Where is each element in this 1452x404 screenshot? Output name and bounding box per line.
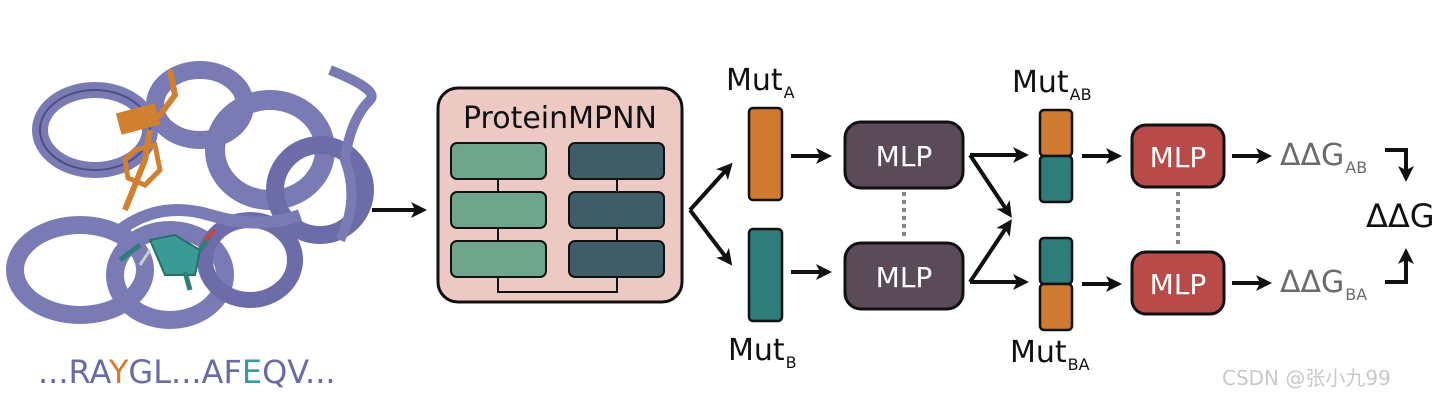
arrow-ba-to-total [1385,248,1414,284]
ddg-ab-label: ΔΔGAB [1280,138,1367,176]
decoder-layer [568,142,665,180]
mut-a-label: MutA [726,63,795,101]
mut-b-label-sub: B [785,353,797,372]
encoder-layer [450,142,547,180]
arrow-b-to-ab [968,219,1012,284]
ddg-total-label: ΔΔG [1366,197,1435,235]
arrow-to-mut-b [688,208,733,266]
arrow-a-to-ba [968,153,1012,218]
sequence-part: ...RA [38,353,109,391]
mut-b-label: MutB [728,333,797,371]
mut-ab-label-main: Mut [1012,65,1069,100]
mlp-label: MLP [1150,141,1207,174]
proteinmpnn-block: ProteinMPNN [436,86,684,304]
mut-ba-label-main: Mut [1010,335,1067,370]
mut-b-embedding [747,227,784,323]
mut-ab-embedding-a [1038,108,1074,158]
encoder-layer [450,240,547,278]
mlp-shared-bottom [843,241,965,311]
watermark: CSDN @张小九99 [1222,366,1391,390]
mlp-head-bottom [1130,250,1226,316]
mlp-head-top [1130,123,1226,189]
mut-a-label-sub: A [783,83,795,102]
mut-ba-label-sub: BA [1067,355,1090,374]
sequence-mutation-b: E [241,353,263,391]
protein-structure-image [6,61,377,329]
mut-ba-embedding-a [1038,282,1074,332]
ddg-ba-main: ΔΔG [1280,265,1345,300]
encoder-layer [450,191,547,229]
proteinmpnn-title: ProteinMPNN [463,101,657,136]
decoder-layer [568,191,665,229]
mut-a-embedding [747,106,784,202]
sequence-part: GL...AF [128,353,242,391]
mut-ab-label-sub: AB [1069,85,1092,104]
ddg-ab-sub: AB [1345,158,1368,177]
ddg-ab-main: ΔΔG [1280,138,1345,173]
mut-ab-embedding-b [1038,154,1074,204]
mut-ab-label: MutAB [1012,65,1092,103]
ddg-ba-sub: BA [1345,285,1368,304]
mlp-label: MLP [876,140,933,173]
arrow-ab-to-total [1385,148,1414,182]
mut-b-label-main: Mut [728,333,785,368]
mut-ba-embedding-b [1038,236,1074,286]
mut-ba-label: MutBA [1010,335,1090,373]
arrow-to-mut-a [688,162,733,212]
mlp-shared-top [843,120,965,190]
mut-a-label-main: Mut [726,63,783,98]
ddg-ba-label: ΔΔGBA [1280,265,1367,303]
sequence-part: QV... [262,353,336,391]
mlp-label: MLP [876,261,933,294]
protein-sequence: ...RAYGL...AFEQV... [38,356,336,388]
decoder-layer [568,240,665,278]
mlp-label: MLP [1150,268,1207,301]
sequence-mutation-a: Y [108,353,129,391]
